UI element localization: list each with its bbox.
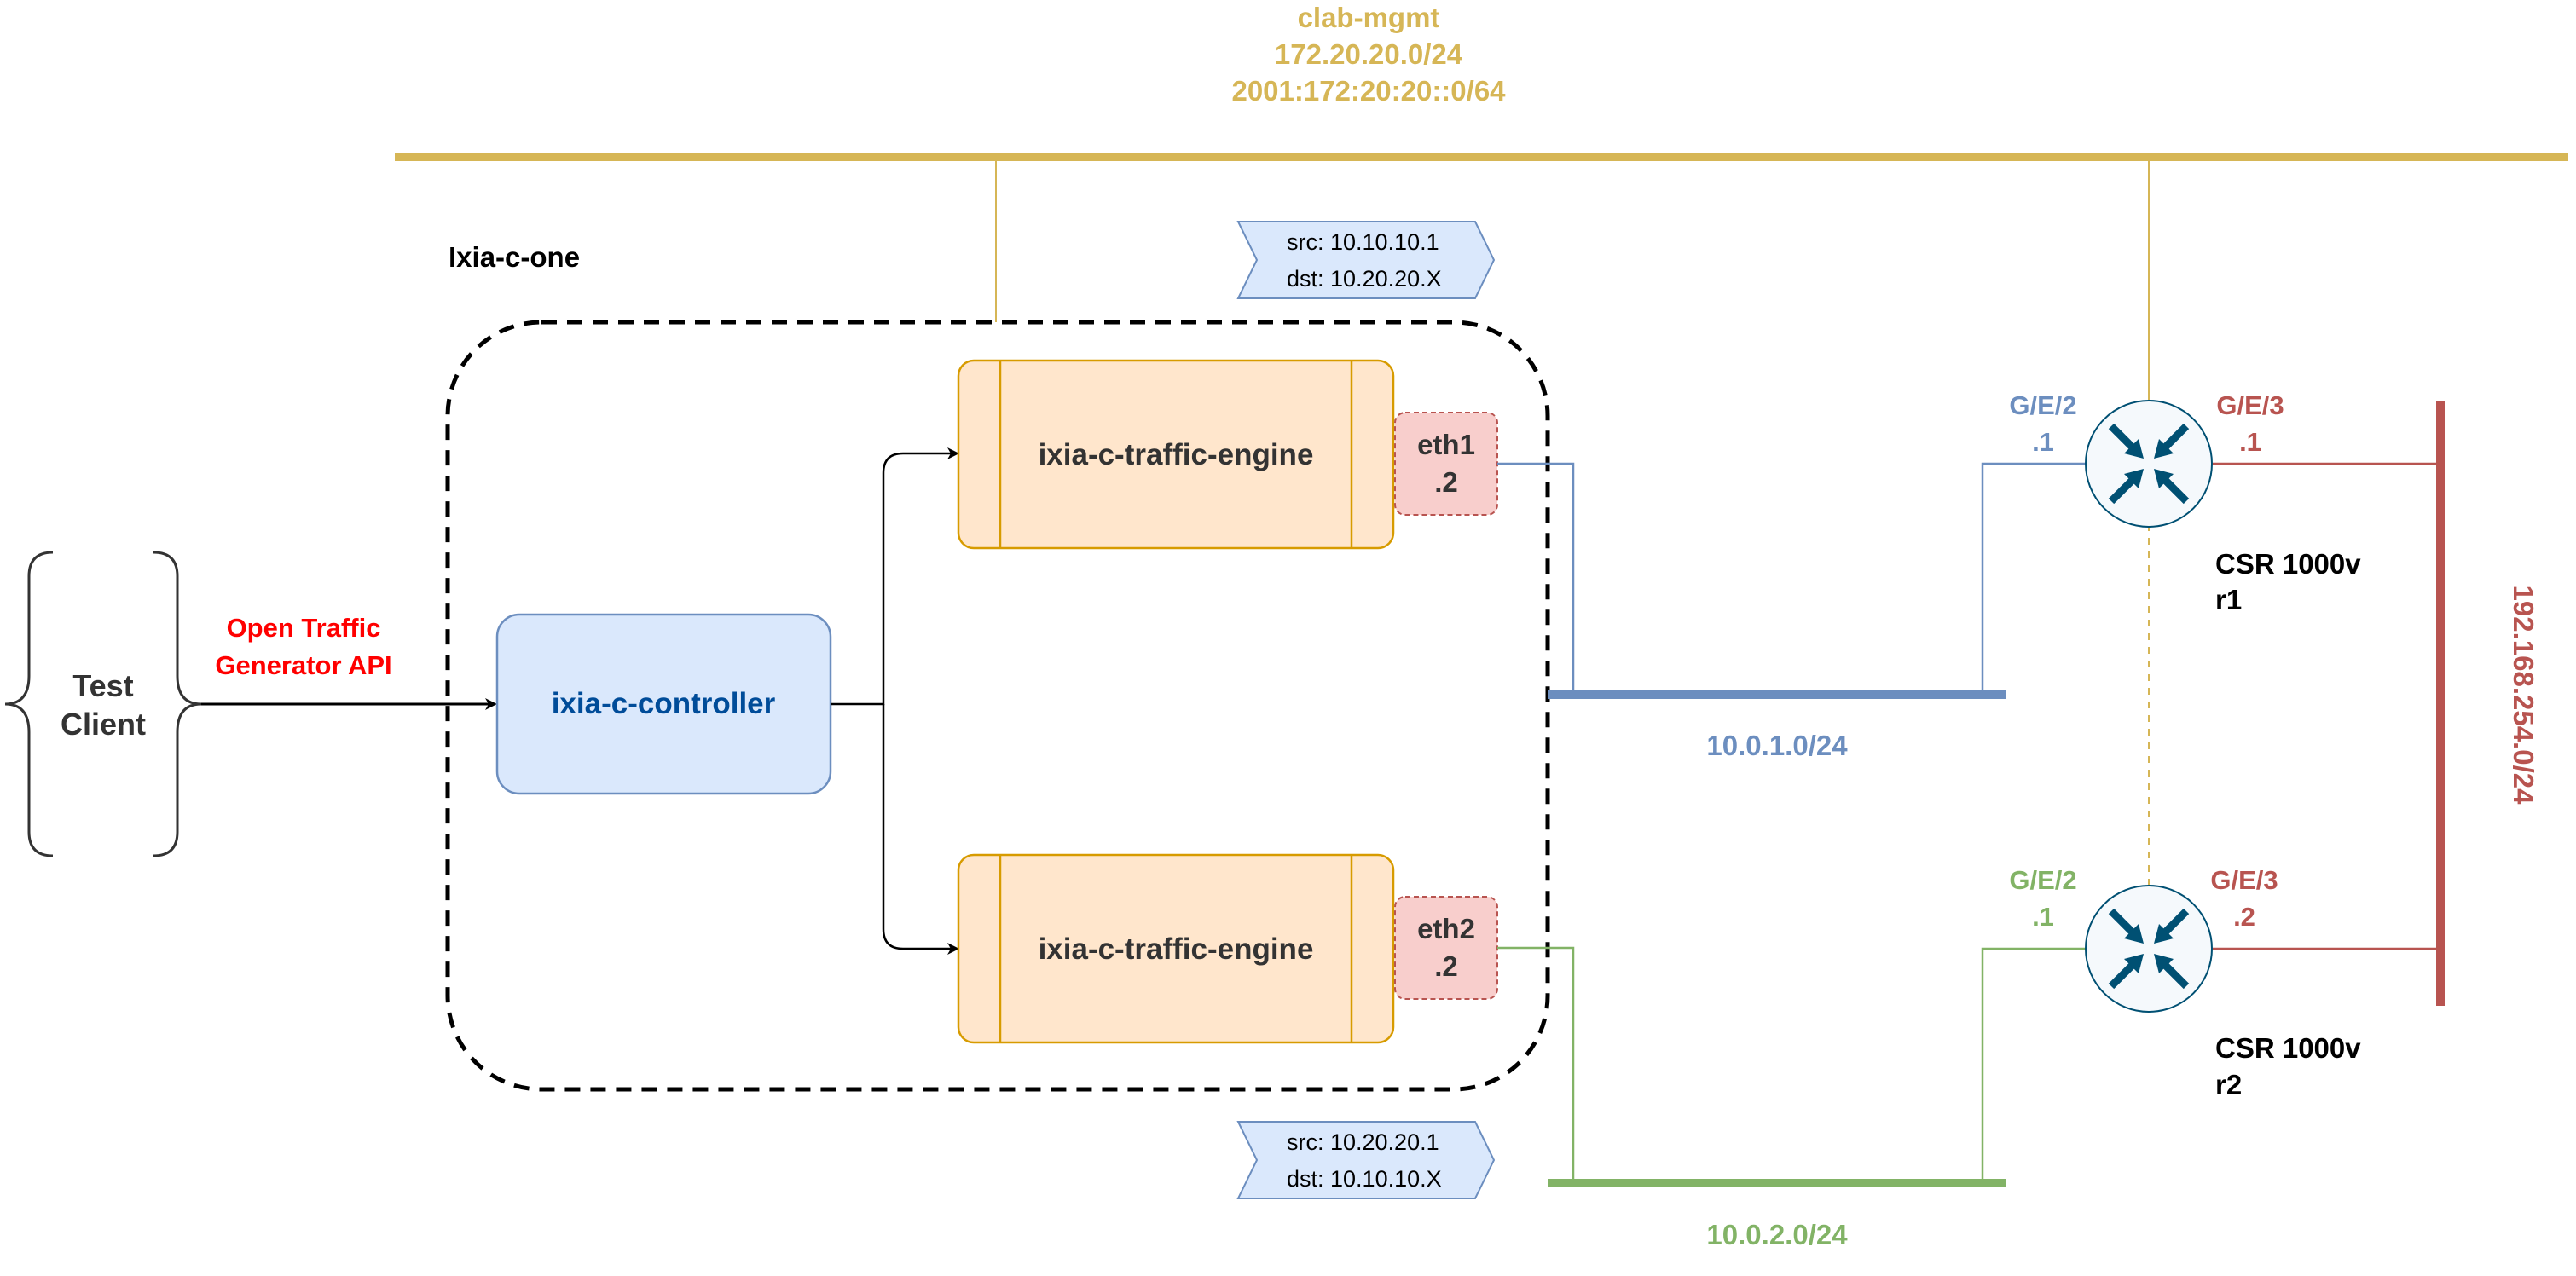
eth1-name: eth1 <box>1417 429 1475 460</box>
api-label-line1: Open Traffic <box>227 613 381 643</box>
engine-top-box <box>957 359 1395 550</box>
eth2-to-net2-link <box>1497 946 1575 1183</box>
r1-right-if: G/E/3 <box>2216 390 2284 420</box>
traffic-engine-bottom: ixia-c-traffic-engine <box>957 853 1395 1044</box>
router-r2-circle <box>2085 885 2213 1013</box>
left-brace <box>4 551 54 857</box>
ixia-c-controller: ixia-c-controller <box>495 613 832 795</box>
ixia-c-one-boundary <box>445 320 1550 1092</box>
eth2-name: eth2 <box>1417 913 1475 944</box>
api-label-line2: Generator API <box>215 650 391 680</box>
router-r1-circle <box>2085 400 2213 528</box>
r1-to-net1-link <box>1981 462 2087 695</box>
eth2-ip: .2 <box>1434 950 1458 982</box>
net2-label: 10.0.2.0/24 <box>1706 1219 1848 1250</box>
router-r2: G/E/2 .1 G/E/3 .2 CSR 1000v r2 <box>2009 865 2361 1100</box>
engine-top-label: ixia-c-traffic-engine <box>1039 438 1314 471</box>
r2-left-ip: .1 <box>2032 902 2054 932</box>
mgmt-name: clab-mgmt <box>1298 2 1440 33</box>
eth2-box <box>1394 896 1498 1000</box>
test-client: Test Client <box>4 551 202 857</box>
engine-bottom-box <box>957 853 1395 1044</box>
controller-to-engine-bottom-arrow <box>882 704 959 955</box>
test-client-label-line2: Client <box>61 707 146 742</box>
net1-label: 10.0.1.0/24 <box>1706 730 1848 761</box>
flow-bottom-dst: dst: 10.10.10.X <box>1287 1166 1442 1192</box>
flow-tag-bottom-shape <box>1236 1121 1496 1199</box>
controller-to-engine-top-arrow <box>831 447 959 706</box>
flow-top-src: src: 10.10.10.1 <box>1287 229 1439 255</box>
eth1-box <box>1394 412 1498 516</box>
eth1-ip: .2 <box>1434 466 1458 498</box>
flow-tag-bottom: src: 10.20.20.1 dst: 10.10.10.X <box>1236 1121 1496 1199</box>
r2-left-if: G/E/2 <box>2009 865 2076 895</box>
flow-tag-top-shape <box>1236 221 1496 299</box>
eth1-to-net1-link <box>1497 462 1575 695</box>
r1-left-ip: .1 <box>2032 427 2054 457</box>
traffic-engine-top: ixia-c-traffic-engine <box>957 359 1395 550</box>
flow-tag-top: src: 10.10.10.1 dst: 10.20.20.X <box>1236 221 1496 299</box>
router-r1: G/E/2 .1 G/E/3 .1 CSR 1000v r1 <box>2009 390 2361 615</box>
mgmt-ipv4: 172.20.20.0/24 <box>1275 38 1463 70</box>
r2-model: CSR 1000v <box>2215 1032 2361 1064</box>
r2-to-net2-link <box>1981 947 2087 1183</box>
r1-left-if: G/E/2 <box>2009 390 2076 420</box>
engine-bottom-label: ixia-c-traffic-engine <box>1039 932 1314 966</box>
r1-name: r1 <box>2215 584 2242 615</box>
ixia-c-one-title: Ixia-c-one <box>449 241 580 273</box>
right-brace <box>153 551 202 857</box>
eth1-port: eth1 .2 <box>1394 412 1498 516</box>
flow-top-dst: dst: 10.20.20.X <box>1287 266 1442 292</box>
net3-label: 192.168.254.0/24 <box>2508 586 2539 805</box>
router-r1-icon <box>2108 423 2190 505</box>
r2-right-ip: .2 <box>2233 902 2255 932</box>
r2-right-if: G/E/3 <box>2210 865 2278 895</box>
flow-bottom-src: src: 10.20.20.1 <box>1287 1129 1439 1155</box>
test-client-label-line1: Test <box>72 668 133 703</box>
eth2-port: eth2 .2 <box>1394 896 1498 1000</box>
router-r2-icon <box>2108 908 2190 990</box>
r2-name: r2 <box>2215 1069 2242 1100</box>
mgmt-ipv6: 2001:172:20:20::0/64 <box>1231 75 1506 107</box>
r1-right-ip: .1 <box>2239 427 2261 457</box>
controller-label: ixia-c-controller <box>552 687 776 720</box>
r1-model: CSR 1000v <box>2215 548 2361 580</box>
